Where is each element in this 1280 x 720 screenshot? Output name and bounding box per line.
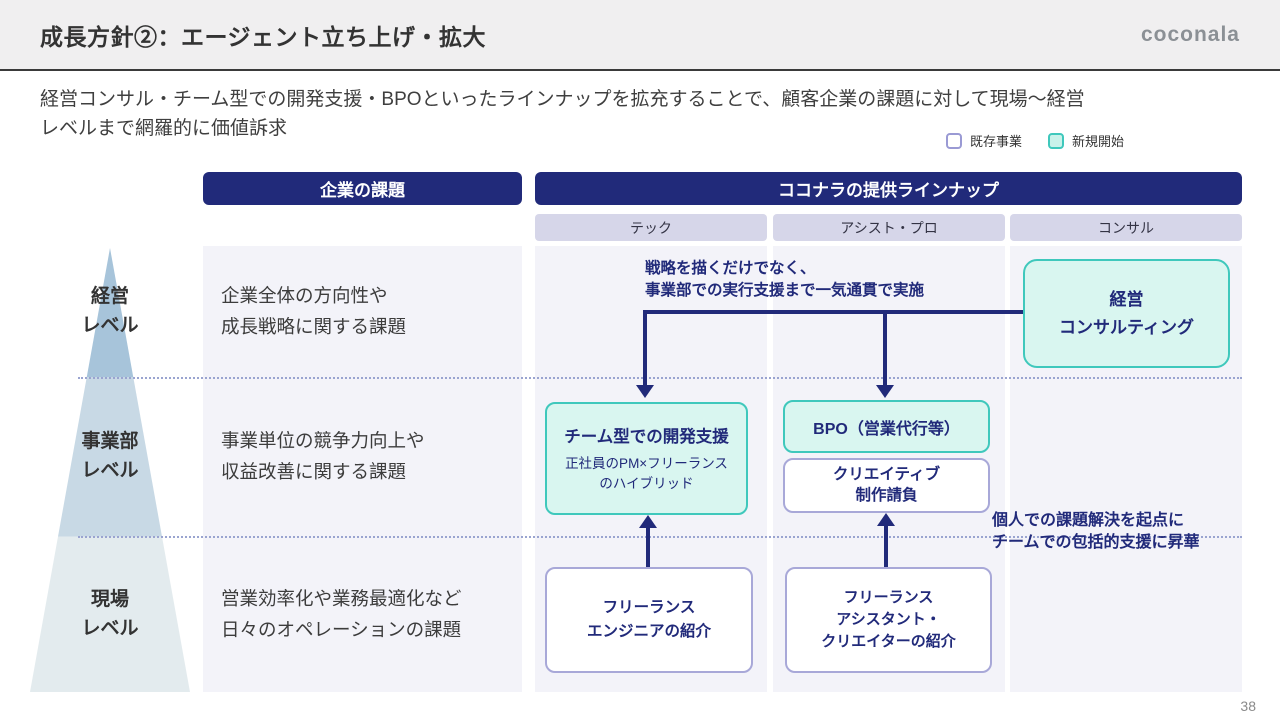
- page-title: 成長方針②：エージェント立ち上げ・拡大: [40, 23, 487, 50]
- slide-header: 成長方針②：エージェント立ち上げ・拡大 coconala: [0, 0, 1280, 71]
- level-label-division: 事業部 レベル: [81, 431, 139, 482]
- level-label-management: 経営 レベル: [81, 286, 139, 337]
- connector-up-tech: [646, 527, 650, 568]
- arrow-down-assist-icon: [876, 385, 894, 398]
- arrow-down-tech-icon: [636, 385, 654, 398]
- issues-header-bar: 企業の課題: [203, 172, 522, 205]
- connector-drop-tech: [643, 310, 647, 386]
- annotation-individual: 個人での課題解決を起点に チームでの包括的支援に昇華: [992, 512, 1200, 552]
- legend-item-new: 新規開始: [1048, 131, 1124, 150]
- issues-column-bg: [203, 246, 522, 692]
- row-divider-2: [78, 536, 1242, 538]
- level-label-field: 現場 レベル: [81, 589, 139, 640]
- box-bpo: BPO（営業代行等）: [783, 400, 990, 453]
- issue-field: 営業効率化や業務最適化など 日々のオペレーションの課題: [221, 588, 462, 640]
- issue-division: 事業単位の競争力向上や 収益改善に関する課題: [221, 430, 425, 482]
- box-team-development-subtitle: 正社員のPM×フリーランス のハイブリッド: [565, 456, 728, 491]
- arrow-up-assist-icon: [877, 513, 895, 526]
- lineup-header-bar: ココナラの提供ラインナップ: [535, 172, 1242, 205]
- row-divider-1: [78, 377, 1242, 379]
- legend-existing-label: 既存事業: [970, 134, 1023, 149]
- intro-text: 経営コンサル・チーム型での開発支援・BPOといったラインナップを拡充することで、…: [40, 89, 1085, 140]
- issue-management: 企業全体の方向性や 成長戦略に関する課題: [221, 285, 407, 337]
- column-header-assist: アシスト・プロ: [773, 214, 1005, 241]
- legend-item-existing: 既存事業: [946, 131, 1022, 150]
- connector-up-assist: [884, 525, 888, 568]
- box-freelance-assistant: フリーランス アシスタント・ クリエイターの紹介: [785, 567, 992, 673]
- new-business-swatch-icon: [1048, 132, 1065, 149]
- connector-drop-assist: [883, 310, 887, 386]
- coconala-logo: coconala: [1140, 22, 1240, 46]
- box-management-consulting: 経営 コンサルティング: [1023, 259, 1230, 368]
- box-creative-production: クリエイティブ 制作請負: [783, 458, 990, 513]
- page-number: 38: [1240, 698, 1256, 714]
- legend: 既存事業 新規開始: [946, 131, 1124, 150]
- box-freelance-engineer: フリーランス エンジニアの紹介: [545, 567, 753, 673]
- legend-new-label: 新規開始: [1072, 134, 1125, 149]
- column-header-consul: コンサル: [1010, 214, 1242, 241]
- annotation-strategy: 戦略を描くだけでなく、 事業部での実行支援まで一気通貫で実施: [645, 260, 925, 299]
- connector-horizontal-line: [645, 310, 1023, 314]
- box-team-development: チーム型での開発支援 正社員のPM×フリーランス のハイブリッド: [545, 402, 748, 515]
- box-team-development-title: チーム型での開発支援: [564, 428, 729, 447]
- existing-business-swatch-icon: [946, 132, 962, 149]
- column-header-tech: テック: [535, 214, 767, 241]
- arrow-up-tech-icon: [639, 515, 657, 528]
